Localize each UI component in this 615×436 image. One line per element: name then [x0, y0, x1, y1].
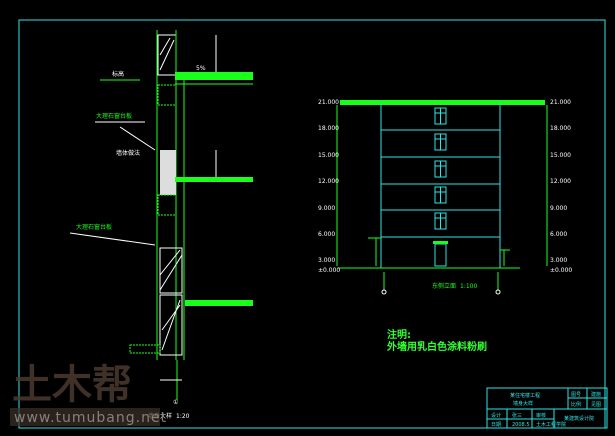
- section-scale: 1:20: [176, 413, 190, 420]
- axis-mark: ①: [173, 399, 178, 406]
- levels-left: 21.000 18.000 15.000 12.000 9.000 6.000 …: [318, 99, 340, 274]
- drawing-label: 9.000: [318, 205, 335, 212]
- drawing-label: 墙身大样: [513, 400, 533, 407]
- watermark-url: www.tumubang.net: [14, 410, 167, 426]
- drawing-label: 12.000: [550, 178, 571, 185]
- drawing-label: 18.000: [550, 125, 571, 132]
- drawing-label: 审核: [536, 412, 546, 419]
- east-elevation: [336, 100, 548, 295]
- drawing-label: 某住宅楼工程: [510, 392, 540, 399]
- elevation-scale: 1:100: [460, 283, 477, 290]
- elevation-title: 东侧立面: [432, 282, 456, 290]
- drawing-label: 土木工程学院: [536, 421, 566, 428]
- wall-section-detail: [69, 30, 253, 400]
- level-label: 标高: [112, 70, 124, 78]
- drawing-label: ±0.000: [550, 267, 572, 274]
- drawing-label: 2008.5: [512, 422, 530, 428]
- drawing-label: 15.000: [318, 152, 339, 159]
- note-heading: 注明:: [387, 328, 411, 341]
- slope-label: 5%: [196, 65, 206, 72]
- drawing-label: 日期: [491, 422, 501, 428]
- drawing-label: 3.000: [318, 257, 335, 264]
- drawing-label: 6.000: [318, 231, 335, 238]
- drawing-label: 图号: [571, 392, 581, 398]
- drawing-frame: [18, 19, 606, 429]
- drawing-label: 3.000: [550, 257, 567, 264]
- levels-right: 21.000 18.000 15.000 12.000 9.000 6.000 …: [550, 99, 572, 274]
- sill-label-2: 大理石窗台板: [76, 223, 112, 231]
- drawing-label: 18.000: [318, 125, 339, 132]
- drawing-label: 9.000: [550, 205, 567, 212]
- wall-note: 墙体做法: [116, 149, 140, 157]
- drawing-label: 12.000: [318, 178, 339, 185]
- drawing-label: 21.000: [550, 99, 571, 106]
- drawing-label: 张三: [512, 412, 522, 419]
- drawing-label: 6.000: [550, 231, 567, 238]
- watermark-logo: 土木帮: [12, 362, 132, 408]
- drawing-label: 建施: [591, 391, 601, 398]
- drawing-label: 某建筑设计院: [564, 415, 594, 422]
- drawing-label: 见图: [591, 402, 601, 408]
- title-block: 某住宅楼工程 墙身大样 图号 建施 比例 见图 设计 张三 审核 日期 2008…: [486, 387, 608, 429]
- drawing-label: 比例: [571, 401, 581, 408]
- drawing-label: ±0.000: [318, 267, 340, 274]
- note-text: 外墙用乳白色涂料粉刷: [386, 340, 487, 353]
- drawing-label: 15.000: [550, 152, 571, 159]
- drawing-label: 21.000: [318, 99, 339, 106]
- drawing-label: 设计: [491, 412, 501, 419]
- sill-label-1: 大理石窗台板: [96, 112, 132, 120]
- section-title: 墙身大样: [148, 412, 172, 420]
